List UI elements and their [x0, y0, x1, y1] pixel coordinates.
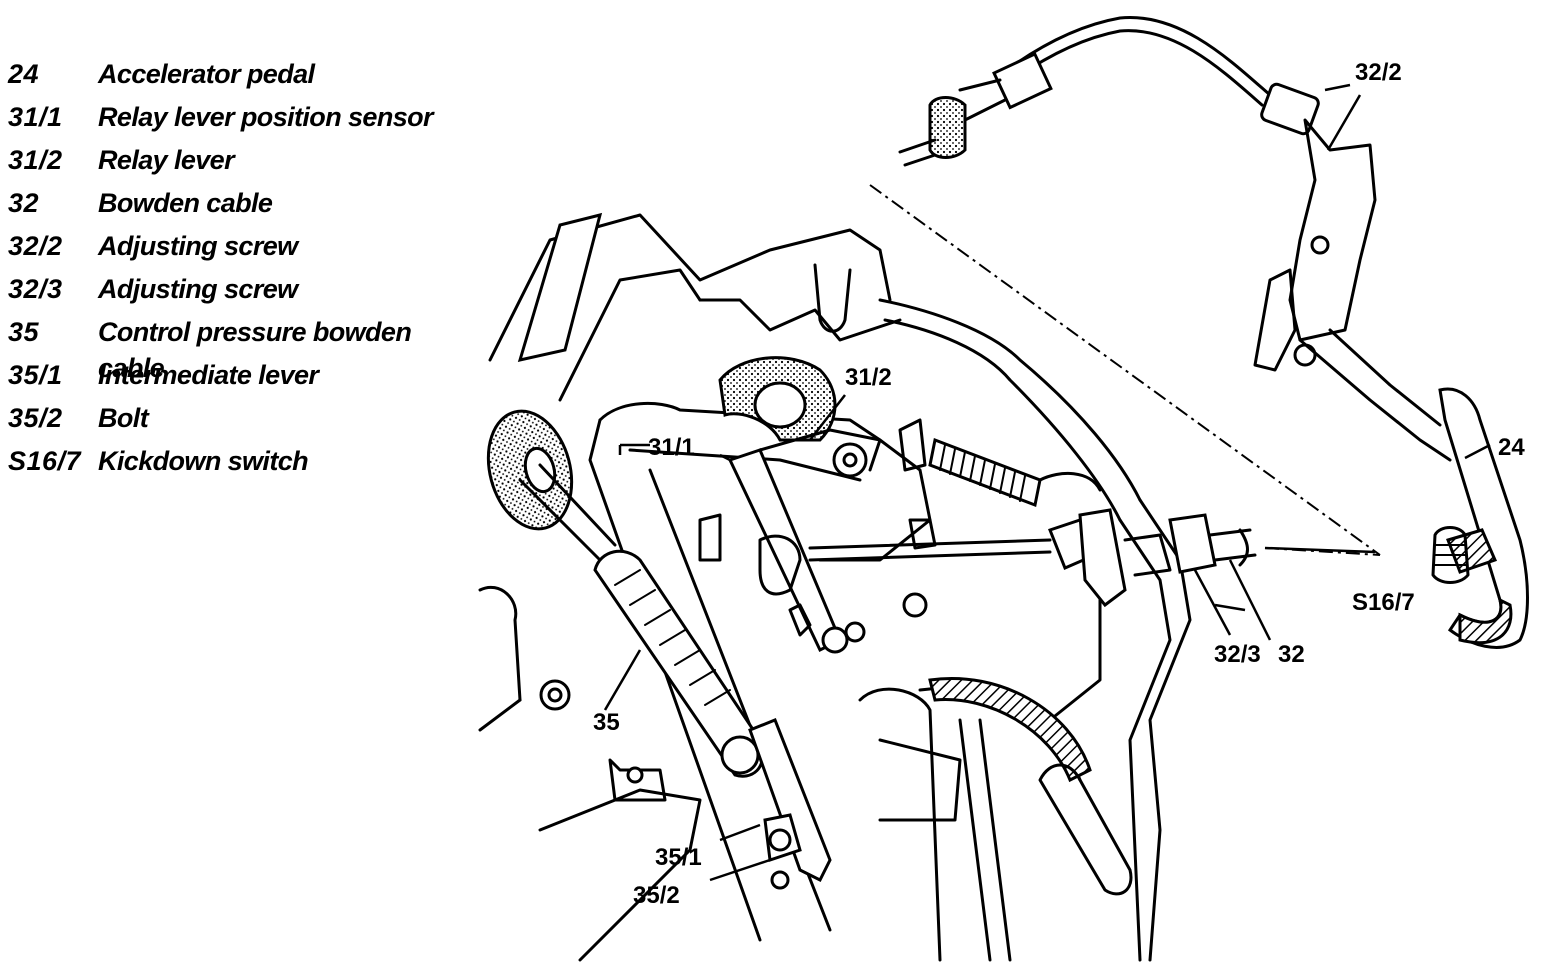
callout-35: 35: [593, 709, 620, 736]
leader-lines: [603, 83, 1491, 882]
legend-code: 31/2: [8, 145, 63, 175]
legend-row: 24 Accelerator pedal: [8, 56, 478, 99]
legend-description: Control pressure bowden cable: [98, 317, 412, 383]
callout-35-1: 35/1: [655, 844, 702, 871]
legend-description: Bowden cable: [98, 188, 273, 218]
legend-row: 31/1 Relay lever position sensor: [8, 99, 478, 142]
pedal-assembly: [898, 16, 1529, 649]
legend-code: 32: [8, 188, 40, 218]
control-pressure-cable: [486, 409, 832, 890]
legend-row: 35/2 Bolt: [8, 400, 478, 443]
relay-lever-assembly: [698, 356, 1102, 654]
legend-description: Intermediate lever: [98, 360, 319, 390]
legend-description: Kickdown switch: [98, 446, 309, 476]
callout-31-1: 31/1: [648, 434, 695, 461]
callouts: 32/2 24 S16/7 31/2 31/1 32/3 32 35 35/1 …: [593, 59, 1525, 909]
legend-code: 35: [8, 317, 40, 347]
bowden-cable: [808, 508, 1257, 608]
parts-legend: 24 Accelerator pedal 31/1 Relay lever po…: [8, 56, 478, 486]
legend-code: 35/1: [8, 360, 63, 390]
legend-row: 35/1 Intermediate lever: [8, 357, 478, 400]
callout-24: 24: [1498, 434, 1525, 461]
legend-code: 24: [8, 59, 40, 89]
callout-32: 32: [1278, 641, 1305, 668]
callout-35-2: 35/2: [633, 882, 680, 909]
callout-S16-7: S16/7: [1352, 589, 1415, 616]
legend-code: 31/1: [8, 102, 63, 132]
legend-description: Relay lever position sensor: [98, 102, 434, 132]
legend-code: S16/7: [8, 446, 82, 476]
legend-description: Accelerator pedal: [98, 59, 315, 89]
legend-row: 32 Bowden cable: [8, 185, 478, 228]
legend-row: 31/2 Relay lever: [8, 142, 478, 185]
callout-31-2: 31/2: [845, 364, 892, 391]
callout-32-2: 32/2: [1355, 59, 1402, 86]
legend-row: S16/7 Kickdown switch: [8, 443, 478, 486]
legend-description: Bolt: [98, 403, 149, 433]
legend-row: 32/2 Adjusting screw: [8, 228, 478, 271]
legend-row: 32/3 Adjusting screw: [8, 271, 478, 314]
engine-bay-body: [478, 212, 1192, 962]
legend-row: 35 Control pressure bowden cable: [8, 314, 478, 383]
alignment-lines: [869, 184, 1381, 556]
legend-code: 32/3: [8, 274, 63, 304]
legend-description: Adjusting screw: [98, 274, 298, 304]
legend-code: 32/2: [8, 231, 63, 261]
legend-description: Adjusting screw: [98, 231, 298, 261]
callout-32-3: 32/3: [1214, 641, 1261, 668]
legend-description: Relay lever: [98, 145, 235, 175]
legend-code: 35/2: [8, 403, 63, 433]
